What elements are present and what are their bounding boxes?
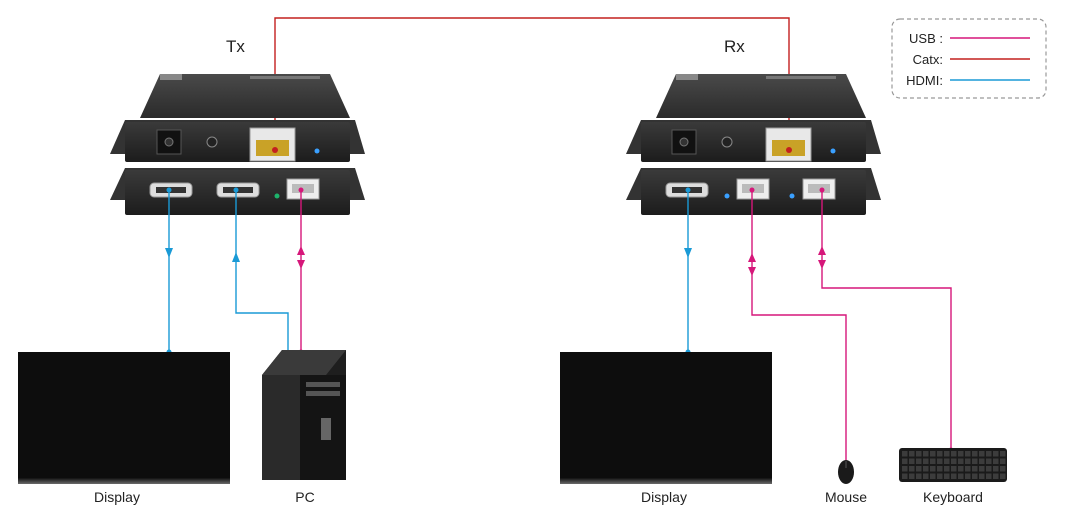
tx-unit: Tx [110,37,365,215]
keyboard-key [972,473,978,479]
keyboard-key [923,466,929,472]
keyboard-key [986,473,992,479]
legend-hdmi-label: HDMI: [906,73,943,88]
keyboard-key [909,458,915,464]
pc-hdmi-to-tx-line [235,190,289,355]
keyboard-key [937,458,943,464]
mouse-label: Mouse [825,489,867,505]
keyboard-key [951,451,957,457]
keyboard-key [979,458,985,464]
keyboard-key [944,451,950,457]
keyboard-key [902,451,908,457]
keyboard-key [937,451,943,457]
keyboard-key [1000,466,1006,472]
keyboard-key [993,466,999,472]
keyboard-key [916,473,922,479]
keyboard-label: Keyboard [923,489,983,505]
tx-button-icon [206,136,218,148]
tx-display-label: Display [94,489,140,505]
legend: USB : Catx: HDMI: [891,18,1047,99]
keyboard-key [916,466,922,472]
keyboard-key [944,473,950,479]
tx-title: Tx [226,37,245,56]
tx-display-icon [18,352,230,484]
keyboard-key [909,451,915,457]
rx-button-icon [721,136,733,148]
keyboard-key [930,458,936,464]
keyboard-key [923,458,929,464]
keyboard-key [951,473,957,479]
rx-display-label: Display [641,489,687,505]
keyboard-key [902,466,908,472]
pc-tower-icon [262,350,346,480]
keyboard-key [986,451,992,457]
keyboard-key [972,451,978,457]
keyboard-key [979,473,985,479]
keyboard-key [993,458,999,464]
keyboard-icon [899,448,1007,482]
keyboard-key [986,466,992,472]
keyboard-key [923,473,929,479]
keyboard-key [958,458,964,464]
rx-usb-to-keyboard-line [821,190,952,450]
keyboard-key [944,458,950,464]
keyboard-key [1000,458,1006,464]
keyboard-key [951,458,957,464]
rx-display-icon [560,352,772,484]
mouse-icon [838,460,854,484]
keyboard-key [916,458,922,464]
keyboard-key [979,466,985,472]
keyboard-key [965,451,971,457]
keyboard-key [951,466,957,472]
keyboard-key [972,466,978,472]
rx-unit: Rx [626,37,881,215]
keyboard-key [986,458,992,464]
keyboard-key [930,451,936,457]
keyboard-key [937,473,943,479]
pc-label: PC [295,489,314,505]
keyboard-key [909,473,915,479]
keyboard-key [909,466,915,472]
rx-usb-to-mouse-line [751,190,847,462]
keyboard-key [1000,473,1006,479]
keyboard-key [965,466,971,472]
keyboard-key [1000,451,1006,457]
keyboard-key [979,451,985,457]
keyboard-key [916,451,922,457]
legend-catx-label: Catx: [913,52,943,67]
keyboard-key [930,473,936,479]
keyboard-key [993,473,999,479]
keyboard-key [902,458,908,464]
keyboard-key [958,451,964,457]
keyboard-key [944,466,950,472]
keyboard-key [930,466,936,472]
keyboard-key [958,466,964,472]
keyboard-key [937,466,943,472]
legend-usb-label: USB : [909,31,943,46]
keyboard-key [965,473,971,479]
rx-title: Rx [724,37,745,56]
keyboard-key [902,473,908,479]
keyboard-key [958,473,964,479]
keyboard-key [993,451,999,457]
keyboard-key [965,458,971,464]
keyboard-key [923,451,929,457]
keyboard-key [972,458,978,464]
